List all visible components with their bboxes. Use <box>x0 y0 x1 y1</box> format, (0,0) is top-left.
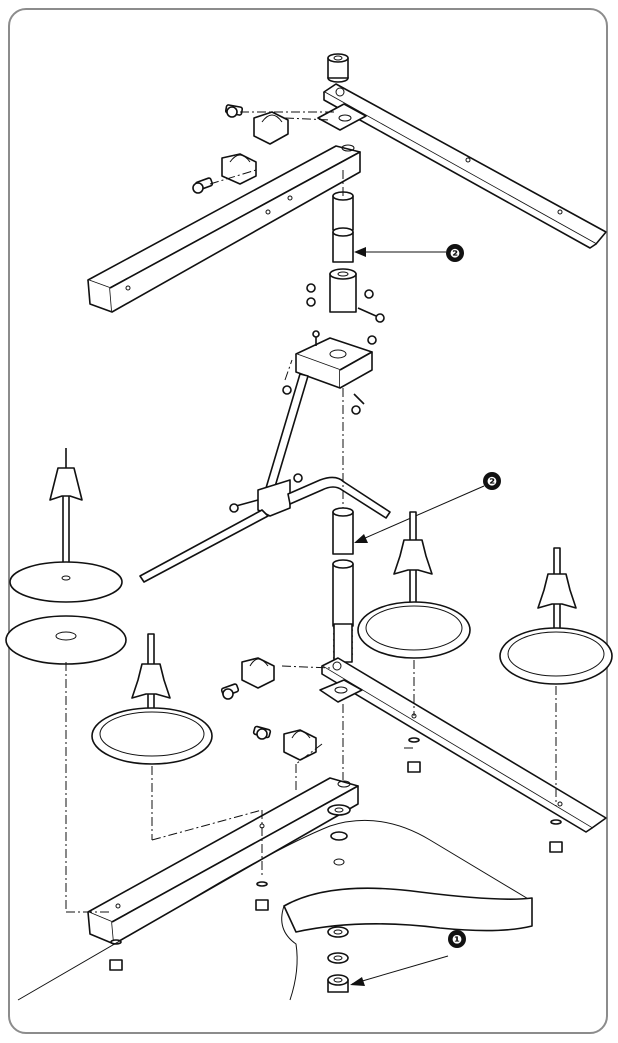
spool-pin-far-right <box>499 547 613 685</box>
table-top <box>17 819 533 1001</box>
arm-nuts <box>109 737 563 971</box>
upper-clip-2 <box>192 153 257 194</box>
upper-clip-1 <box>224 104 289 145</box>
callout-1-label: ❶ <box>452 933 462 947</box>
callout-2-upper-label: ❷ <box>450 247 460 261</box>
assembly-leader-lines <box>65 660 557 913</box>
lower-bracket-group <box>87 657 607 945</box>
spool-pin-left-top <box>5 448 127 665</box>
callout-1: ❶ <box>350 930 466 986</box>
center-washers <box>327 804 351 866</box>
lower-pipe <box>332 507 354 663</box>
upper-bracket-group <box>87 53 607 313</box>
upper-right-arm <box>323 83 607 249</box>
upper-left-arm <box>87 144 361 313</box>
callout-2-upper: ❷ <box>354 244 464 262</box>
top-cap-nut <box>327 53 349 83</box>
upper-mount-plate <box>317 103 367 131</box>
callout-2-lower-label: ❷ <box>487 475 497 489</box>
table-washer-stack <box>327 926 349 993</box>
spool-pin-right-middle <box>357 511 471 659</box>
spool-pin-left-middle <box>91 633 213 765</box>
callout-2-lower: ❷ <box>354 472 501 543</box>
rod-holder-block <box>282 330 373 415</box>
thread-guide-rod <box>139 373 391 583</box>
joint-block <box>306 268 385 345</box>
upper-pipe <box>332 191 354 263</box>
